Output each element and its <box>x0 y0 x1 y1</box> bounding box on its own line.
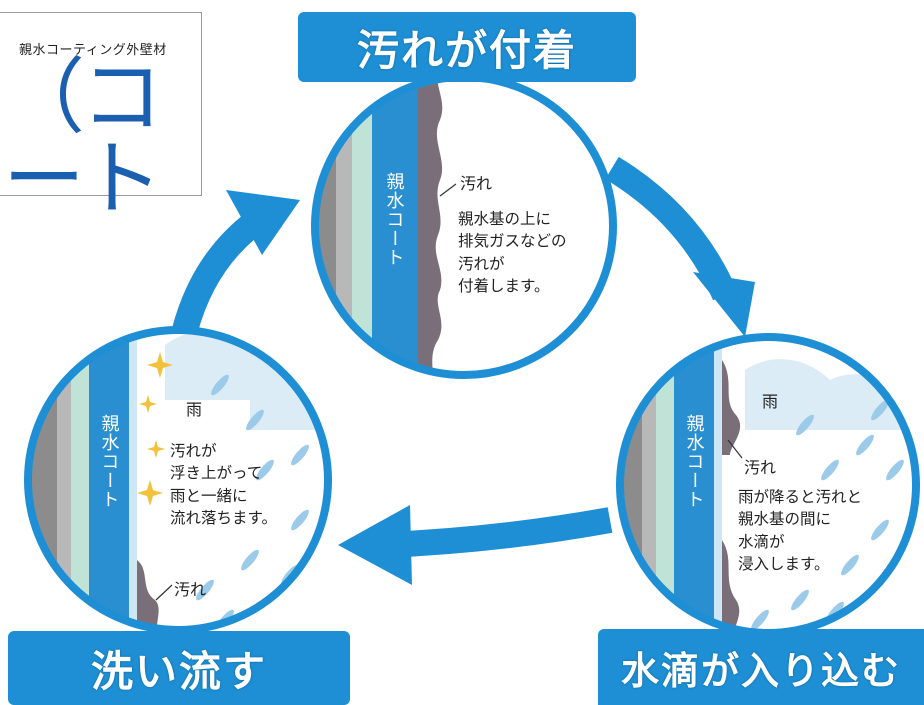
arrowhead-up <box>226 190 300 255</box>
description-line: 親水基の上に <box>458 210 552 228</box>
banner-wash-label: 洗い流す <box>90 646 267 696</box>
banner-attach: 汚れが付着 <box>298 12 636 82</box>
dirt-tag-infiltrate: 汚れ <box>744 458 777 477</box>
sparkle-icons <box>137 352 173 506</box>
coat-label-infiltrate: 親水コート <box>683 414 705 509</box>
banner-infiltrate: 水滴が入り込む <box>598 629 924 705</box>
dirt-tag-attach: 汚れ <box>460 174 493 193</box>
banner-attach-label: 汚れが付着 <box>356 25 577 75</box>
product-logo: 親水コーティング外壁材 （コート <box>0 12 202 221</box>
description-line: 雨が降ると汚れと <box>738 488 863 506</box>
dirt-layer <box>418 77 443 375</box>
logo-subtitle: 親水コーティング外壁材 <box>19 43 167 58</box>
coat-label-wash: 親水コート <box>98 414 120 509</box>
description-line: 浮き上がって <box>170 464 263 483</box>
coat-label-attach: 親水コート <box>383 172 405 267</box>
description-line: 浸入します。 <box>738 555 830 574</box>
description-line: 水滴が <box>738 532 785 551</box>
description-infiltrate: 雨が降ると汚れと 親水基の間に 水滴が 浸入します。 <box>738 486 862 576</box>
rain-tag-wash: 雨 <box>186 400 203 419</box>
description-line: 汚れが <box>458 254 505 273</box>
description-line: 汚れが <box>170 442 217 460</box>
dirt-tag-wash: 汚れ <box>174 580 207 599</box>
description-wash: 汚れが 浮き上がって 雨と一緒に 流れ落ちます。 <box>170 440 277 530</box>
logo-wordmark: （コート <box>3 50 163 227</box>
arrowhead-right <box>693 272 755 337</box>
description-line: 雨と一緒に <box>170 486 248 505</box>
description-line: 流れ落ちます。 <box>170 509 277 528</box>
arrow-infiltrate-to-wash <box>384 507 613 558</box>
rain-tag-infiltrate: 雨 <box>762 392 779 411</box>
banner-infiltrate-label: 水滴が入り込む <box>620 648 901 693</box>
arrowhead-left <box>338 505 412 585</box>
description-attach: 親水基の上に 排気ガスなどの 汚れが 付着します。 <box>458 208 567 298</box>
description-line: 付着します。 <box>458 277 550 296</box>
description-line: 親水基の間に <box>738 510 832 529</box>
description-line: 排気ガスなどの <box>458 232 567 251</box>
banner-wash: 洗い流す <box>8 631 350 705</box>
